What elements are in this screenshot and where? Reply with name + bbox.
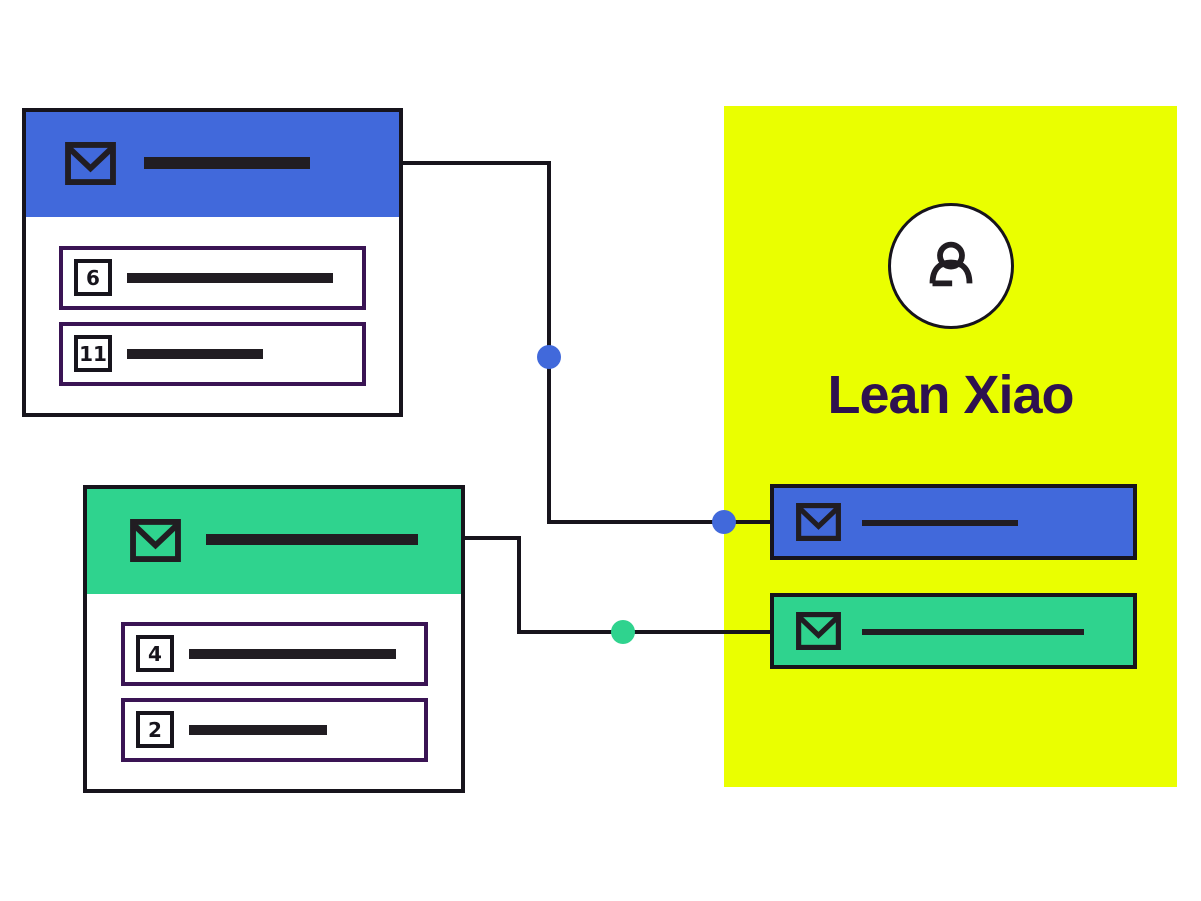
email-tag-blue — [770, 484, 1137, 560]
person-icon — [914, 229, 988, 303]
profile-name: Lean Xiao — [827, 365, 1074, 425]
count-badge: 6 — [74, 259, 112, 296]
redacted-text-bar — [127, 273, 333, 283]
avatar — [888, 203, 1014, 329]
redacted-text-bar — [862, 520, 1018, 526]
envelope-icon — [794, 612, 843, 650]
card-header — [87, 489, 461, 594]
connector-dot-green — [611, 620, 635, 644]
redacted-text-bar — [189, 649, 396, 659]
connector-dot-blue-1 — [537, 345, 561, 369]
campaign-card-blue: 6 11 — [22, 108, 403, 417]
count-badge: 2 — [136, 711, 174, 748]
profile-panel: Lean Xiao — [724, 106, 1177, 787]
envelope-icon — [65, 142, 116, 185]
stat-row: 11 — [59, 322, 366, 386]
redacted-text-bar — [189, 725, 327, 735]
campaign-card-green: 4 2 — [83, 485, 465, 793]
redacted-title-bar — [206, 534, 418, 545]
connector-blue-path — [401, 161, 770, 524]
card-header — [26, 112, 399, 217]
count-badge: 4 — [136, 635, 174, 672]
stat-row: 2 — [121, 698, 428, 762]
count-badge: 11 — [74, 335, 112, 372]
envelope-icon — [794, 503, 843, 541]
email-tag-green — [770, 593, 1137, 669]
redacted-title-bar — [144, 157, 310, 169]
redacted-text-bar — [862, 629, 1084, 635]
stat-row: 4 — [121, 622, 428, 686]
stat-row: 6 — [59, 246, 366, 310]
redacted-text-bar — [127, 349, 263, 359]
envelope-icon — [130, 519, 181, 562]
